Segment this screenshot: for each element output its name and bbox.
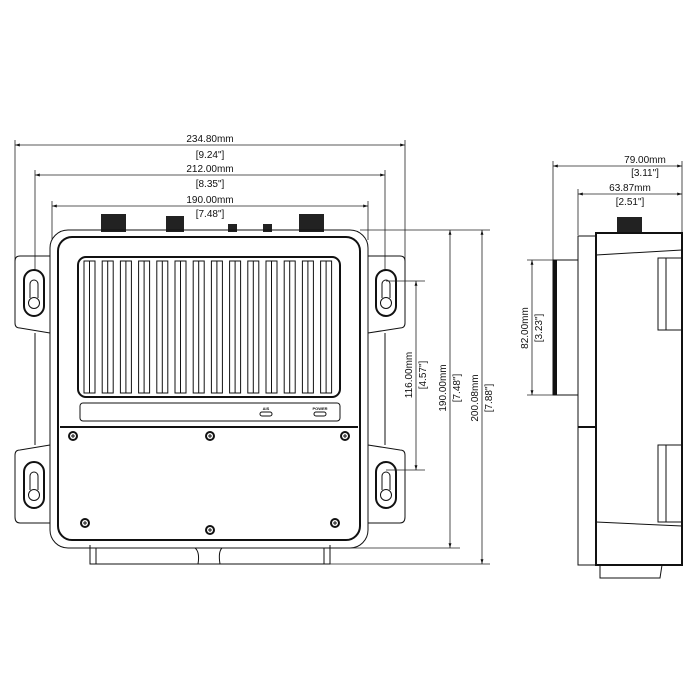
heatsink-fins: [77, 256, 341, 398]
dim-label-mm: 190.00mm: [186, 195, 233, 206]
power-label: POWER: [312, 406, 327, 411]
bottom-feet: [89, 545, 331, 565]
ais-label: AIS: [263, 406, 270, 411]
keyhole-slot-icon: [375, 461, 397, 509]
device-body-outline: [49, 229, 369, 549]
dim-label-mm: 63.87mm: [609, 183, 651, 194]
dim-label-mm: 116.00mm: [404, 352, 415, 399]
screw-icon: [330, 518, 340, 528]
dim-overall-height: 200.08mm [7.88"]: [330, 230, 495, 565]
screws: [68, 431, 350, 535]
dim-hole-spacing: 116.00mm [4.57"]: [386, 280, 429, 471]
dim-overall-depth: 79.00mm [3.11"]: [552, 155, 683, 260]
dim-label-mm: 79.00mm: [624, 155, 666, 166]
dim-label-in: [7.88"]: [484, 383, 495, 412]
indicator-strip: AIS POWER: [79, 402, 341, 422]
side-view: 79.00mm [3.11"] 63.87mm [2.51"] 82.00mm …: [520, 155, 683, 579]
dim-label-in: [7.48"]: [196, 209, 225, 220]
screw-icon: [205, 525, 215, 535]
screw-icon: [205, 431, 215, 441]
device-body: [57, 236, 361, 541]
screw-icon: [68, 431, 78, 441]
keyhole-slot-icon: [375, 269, 397, 317]
dim-label-in: [7.48"]: [452, 373, 463, 402]
power-led-icon: [313, 411, 327, 417]
dim-label-in: [3.11"]: [631, 168, 659, 179]
dim-label-in: [8.35"]: [196, 179, 225, 190]
dim-body-depth: 63.87mm [2.51"]: [577, 183, 682, 235]
top-connectors: [101, 214, 324, 232]
dim-overall-width: 234.80mm [9.24"]: [14, 134, 406, 262]
keyhole-slot-icon: [23, 269, 45, 317]
dim-heatsink-height: 82.00mm [3.23"]: [520, 259, 553, 396]
dim-body-width: 190.00mm [7.48"]: [51, 195, 369, 240]
dim-bracket-width: 212.00mm [8.35"]: [34, 164, 386, 270]
dim-label-in: [2.51"]: [616, 197, 645, 208]
dim-label-in: [9.24"]: [196, 150, 225, 161]
dim-body-height: 190.00mm [7.48"]: [340, 229, 490, 549]
screw-icon: [340, 431, 350, 441]
dim-label-in: [4.57"]: [418, 360, 429, 389]
side-connector: [617, 217, 642, 233]
keyhole-slot-icon: [23, 461, 45, 509]
dim-label-mm: 82.00mm: [520, 307, 531, 349]
screw-icon: [80, 518, 90, 528]
dim-label-mm: 200.08mm: [470, 374, 481, 421]
front-view: 234.80mm [9.24"] 212.00mm [8.35"] 190.00…: [14, 134, 495, 565]
dim-label-mm: 190.00mm: [438, 364, 449, 411]
dim-label-mm: 212.00mm: [186, 164, 233, 175]
dim-label-in: [3.23"]: [534, 313, 545, 342]
dim-label-mm: 234.80mm: [186, 134, 233, 145]
ais-led-icon: [259, 411, 273, 417]
mounting-brackets: [14, 255, 406, 524]
